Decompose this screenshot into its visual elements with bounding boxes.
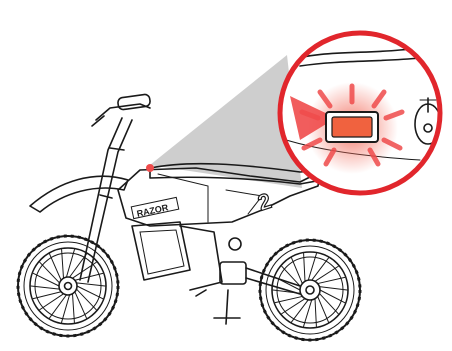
glowing-power-switch-icon (326, 112, 378, 142)
front-fender (30, 176, 128, 212)
bike-switch-location (146, 164, 154, 172)
rear-wheel-icon (260, 240, 360, 340)
front-wheel-icon (18, 236, 118, 336)
zoom-callout (280, 33, 450, 193)
